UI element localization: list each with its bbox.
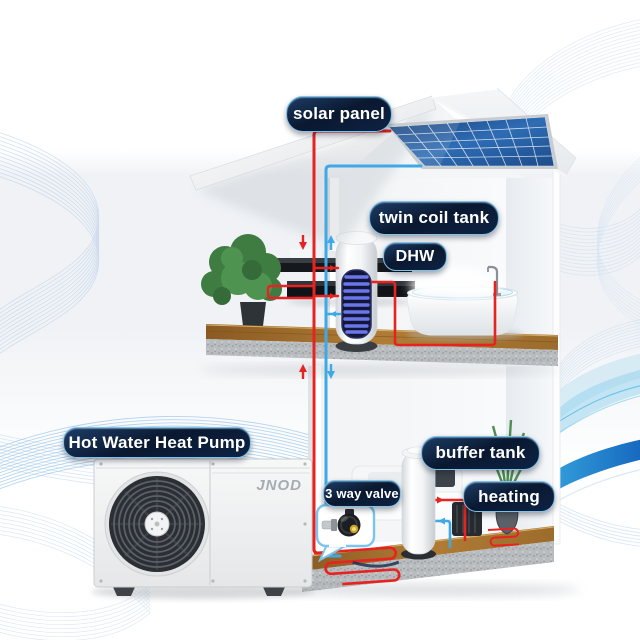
radiator-supply-arrow-icon <box>437 496 444 504</box>
label-twin-coil-tank: twin coil tank <box>369 201 499 235</box>
monstera-plant <box>201 234 282 326</box>
counter-appliance <box>290 249 316 258</box>
brand-logo: JNOD <box>256 477 302 494</box>
screws <box>99 462 307 583</box>
label-hot-water-heat-pump: Hot Water Heat Pump <box>63 427 251 458</box>
radiator-return-arrow-icon <box>438 517 445 525</box>
underfloor-heating-coil <box>313 546 401 586</box>
sofa-cushion <box>433 468 455 487</box>
blue-swoosh <box>544 353 640 507</box>
lower-cut-wall <box>312 366 321 544</box>
label-buffer-tank: buffer tank <box>421 436 540 470</box>
label-heating: heating <box>463 481 555 512</box>
lower-cut-wall-side <box>308 366 313 544</box>
panel-glare <box>389 122 460 166</box>
floor-return-pipe <box>352 560 400 568</box>
cold-flow-down-icon <box>327 364 335 379</box>
roof-under-shadow <box>196 109 436 248</box>
bath-faucet <box>487 265 501 296</box>
buffer-tank <box>401 446 436 560</box>
cold-flow-up-icon <box>327 235 335 250</box>
solar-panel <box>386 114 558 169</box>
hot-flow-down-icon <box>299 235 307 250</box>
steam <box>410 266 502 299</box>
heat-pump-foot <box>263 587 285 596</box>
cold-pipe-riser <box>324 164 423 558</box>
flow-arrows <box>299 235 335 379</box>
underfloor-heating-coil-right <box>487 527 520 547</box>
plant-pot <box>240 302 266 326</box>
heating-coil <box>343 275 370 334</box>
ridge-cap <box>431 86 498 98</box>
heat-pump-unit: JNOD <box>91 458 315 599</box>
dhw-pipe <box>370 280 497 347</box>
three-way-valve-callout <box>315 503 376 563</box>
mid-floor-slab <box>200 324 560 375</box>
twin-coil-tank <box>335 231 378 352</box>
hot-flow-up-icon <box>299 364 307 379</box>
label-three-way-valve: 3 way valve <box>323 480 401 507</box>
valve-photo <box>321 509 361 537</box>
heat-pump-foot <box>113 587 135 596</box>
label-solar-panel: solar panel <box>286 96 392 132</box>
label-dhw: DHW <box>383 242 447 271</box>
fan-grille <box>104 471 210 577</box>
panel-grid <box>395 117 553 167</box>
solar-coil-loop <box>266 284 316 300</box>
